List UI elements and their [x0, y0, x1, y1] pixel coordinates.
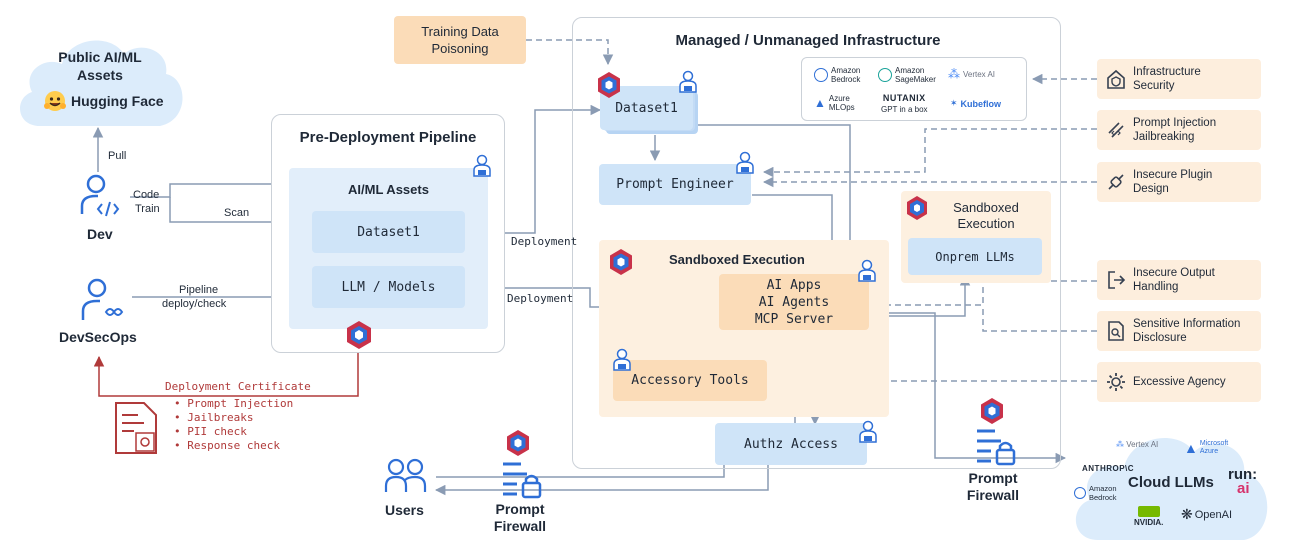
authz-access-box: Authz Access: [715, 423, 867, 465]
kubernetes-badge-icon: [507, 430, 529, 456]
hugging-face-icon: [44, 91, 66, 111]
cloud-runai-logo: run: ai: [1228, 466, 1258, 497]
user-icon: [473, 154, 491, 177]
cert-item: • Jailbreaks: [174, 411, 254, 424]
onprem-llms-box: Onprem LLMs: [908, 238, 1042, 275]
deployment-label-1: Deployment: [511, 235, 578, 248]
pre-models-box: LLM / Models: [312, 266, 465, 308]
pipeline-label: Pipeline: [179, 284, 219, 296]
home-shield-icon: [1107, 69, 1125, 89]
cloud-anthropic-logo: ANTHROP\C: [1082, 464, 1135, 473]
cert-item: • Response check: [174, 439, 280, 452]
infrastructure-frame: [572, 17, 1061, 469]
devsecops-icon: [81, 278, 124, 320]
plug-icon: [1108, 174, 1124, 190]
user-icon: [679, 70, 697, 93]
vertex-logo: ⁂Vertex AI: [948, 67, 996, 81]
cloud-llms-title: Cloud LLMs: [1128, 474, 1214, 491]
prompt-firewall-right-label: Prompt Firewall: [966, 470, 1020, 503]
user-icon: [858, 259, 876, 282]
ai-ml-assets-title: AI/ML Assets: [348, 182, 429, 197]
dev-label: Dev: [87, 226, 113, 242]
cloud-title-line2: Assets: [77, 67, 123, 83]
users-label: Users: [385, 502, 424, 518]
dev-icon: [80, 174, 120, 217]
train-label: Train: [135, 203, 160, 215]
user-icon: [859, 420, 877, 443]
sandbox2-title: Sandboxed Execution: [953, 200, 1019, 231]
user-icon: [613, 348, 631, 371]
prompt-firewall-icon: [503, 462, 542, 499]
threat-excessive-agency: Excessive Agency: [1097, 362, 1261, 402]
kubernetes-badge-icon: [981, 398, 1003, 424]
prompt-firewall-icon: [977, 429, 1016, 466]
kubernetes-badge-icon: [610, 249, 632, 275]
cert-item: • Prompt Injection: [174, 397, 294, 410]
devsecops-label: DevSecOps: [59, 329, 137, 345]
kubernetes-badge-icon: [347, 321, 371, 349]
poisoning-line2: Poisoning: [431, 41, 489, 56]
kubeflow-logo: ✶Kubeflow: [950, 98, 1002, 109]
gear-icon: [1107, 373, 1125, 391]
hugging-face-label: Hugging Face: [71, 93, 164, 109]
certificate-list: • Prompt Injection • Jailbreaks • PII ch…: [174, 397, 293, 453]
pull-label: Pull: [108, 150, 127, 162]
search-document-icon: [1108, 321, 1124, 341]
certificate-document-icon: [115, 402, 157, 454]
cloud-vertex-logo: ⁂ Vertex AI: [1116, 440, 1159, 449]
cert-item: • PII check: [174, 425, 247, 438]
mcp-server-label: MCP Server: [754, 311, 834, 327]
cloud-openai-logo: ❋OpenAI: [1181, 506, 1233, 522]
ai-apps-label: AI Apps: [766, 277, 822, 293]
ai-agents-label: AI Agents: [758, 294, 830, 310]
cloud-shape: [1075, 438, 1268, 540]
deployment-label-2: Deployment: [507, 292, 574, 305]
pre-deployment-title: Pre-Deployment Pipeline: [299, 129, 477, 146]
pre-dataset-box: Dataset1: [312, 211, 465, 253]
code-icon: [1108, 122, 1124, 138]
deploy-check-label: deploy/check: [162, 298, 227, 310]
poisoning-line1: Training Data: [421, 24, 499, 39]
ai-apps-box: AI Apps AI Agents MCP Server: [719, 274, 869, 330]
cloud-title-line1: Public AI/ML: [58, 49, 142, 65]
code-label: Code: [133, 189, 160, 201]
user-icon: [736, 151, 754, 174]
sandbox-title: Sandboxed Execution: [669, 252, 805, 267]
certificate-title: Deployment Certificate: [165, 380, 311, 393]
cloud-nvidia-logo: NVIDIA.: [1134, 506, 1163, 527]
users-icon: [384, 458, 427, 492]
nutanix-logo: NUTANIX GPT in a box: [881, 93, 928, 114]
prompt-engineer-box: Prompt Engineer: [599, 164, 751, 205]
prompt-firewall-left-label: Prompt Firewall: [493, 501, 547, 534]
kubernetes-badge-icon: [598, 72, 620, 98]
kubernetes-badge-icon: [907, 196, 927, 220]
accessory-tools-box: Accessory Tools: [613, 360, 767, 401]
infrastructure-title: Managed / Unmanaged Infrastructure: [675, 32, 941, 49]
training-data-poisoning-box: Training Data Poisoning: [394, 16, 526, 64]
exit-icon: [1108, 271, 1126, 289]
scan-label: Scan: [224, 207, 250, 219]
public-assets-cloud: Public AI/ML Assets Hugging Face: [10, 28, 190, 130]
